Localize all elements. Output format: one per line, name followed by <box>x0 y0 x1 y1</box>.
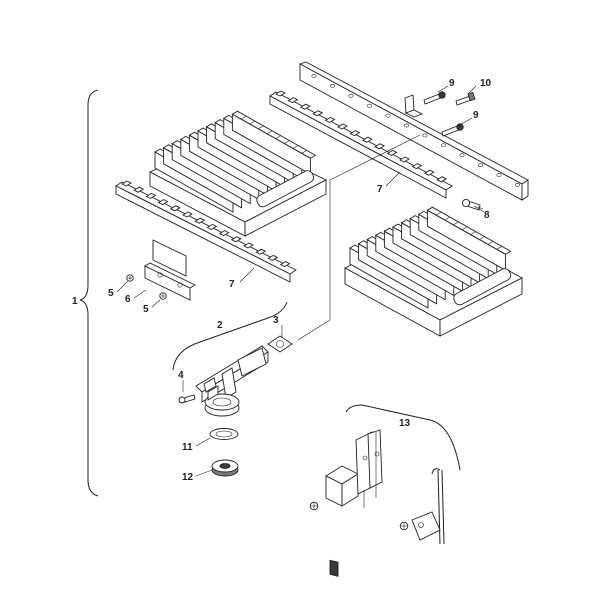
bracket-group-13 <box>345 404 461 471</box>
burner-bank-upper <box>148 110 328 237</box>
burner-manifold-rail <box>298 61 529 201</box>
clip-part <box>404 94 424 118</box>
callout-7b: 7 <box>377 184 383 195</box>
callout-2: 2 <box>217 320 223 331</box>
screw-probe <box>399 521 409 531</box>
leader-connection-rail <box>329 134 421 181</box>
screw-electrode <box>309 501 319 511</box>
callout-9a: 9 <box>449 78 455 89</box>
bolt-9-upper <box>423 91 446 105</box>
burner-bank-lower <box>344 206 523 337</box>
leader-connection <box>297 319 331 341</box>
gasket-3 <box>267 335 293 353</box>
gas-manifold-injector <box>195 345 269 417</box>
bolt-9-lower <box>441 123 464 137</box>
callout-13: 13 <box>399 418 411 429</box>
bracket-group-1 <box>79 89 99 497</box>
bolt-8 <box>461 198 484 211</box>
callout-10: 10 <box>480 78 492 89</box>
callout-6: 6 <box>125 294 131 305</box>
callout-labels: 1 2 3 4 5 6 5 7 7 8 9 10 9 11 12 13 <box>72 78 492 483</box>
o-ring-11 <box>209 428 239 440</box>
callout-11: 11 <box>182 442 193 453</box>
callout-1: 1 <box>72 296 78 307</box>
callout-8: 8 <box>484 210 490 221</box>
electrode-holder <box>355 429 383 508</box>
screw-5a <box>126 274 134 282</box>
bracket-group-2 <box>172 301 288 371</box>
callout-12: 12 <box>182 472 194 483</box>
callout-9b: 9 <box>473 110 479 121</box>
spacer-strip-upper <box>269 90 453 199</box>
callout-5b: 5 <box>143 304 149 315</box>
callout-5a: 5 <box>108 288 114 299</box>
callout-3: 3 <box>273 315 279 326</box>
spacer-strip-lower <box>115 180 297 283</box>
screw-5b <box>159 292 167 300</box>
washer-12 <box>211 459 239 477</box>
bolt-10 <box>455 91 476 106</box>
electrode-block <box>325 465 359 577</box>
sensing-probe <box>411 468 445 545</box>
screw-4 <box>178 394 196 404</box>
mounting-bracket <box>144 239 196 301</box>
callout-4: 4 <box>178 370 184 381</box>
leader-lines <box>116 85 485 477</box>
callout-7a: 7 <box>229 279 235 290</box>
